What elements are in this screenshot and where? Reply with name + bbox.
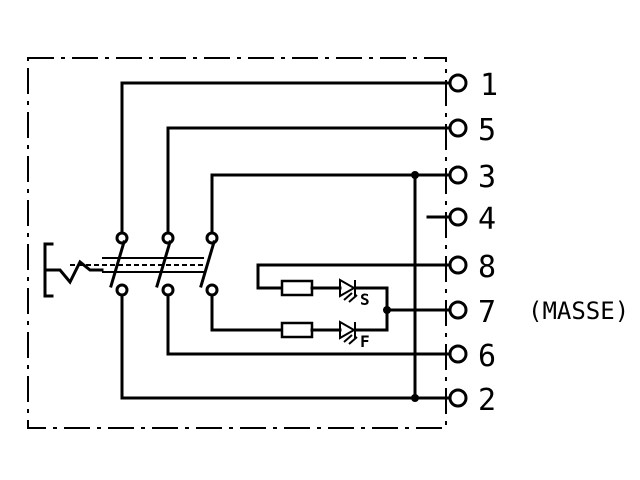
lower-resistor	[280, 321, 314, 339]
ground-note: (MASSE)	[528, 297, 629, 325]
switch-linkage	[102, 257, 204, 273]
switch-contacts	[115, 231, 219, 297]
wire-terminal-2	[120, 288, 451, 400]
terminal-label: 1	[480, 68, 498, 103]
terminal-label: 5	[478, 113, 496, 148]
terminal-1: 1	[448, 68, 498, 103]
junction-dot	[411, 171, 419, 179]
terminal-label: 7	[478, 295, 496, 330]
upper-diode-icon	[339, 278, 358, 303]
upper-resistor	[280, 279, 314, 297]
actuator-icon	[43, 242, 104, 298]
wire-terminal-6	[166, 288, 451, 356]
terminal-4: 4	[448, 202, 496, 237]
upper-diode-label: S	[360, 290, 370, 309]
terminal-label: 4	[478, 202, 496, 237]
wire-terminal-1	[120, 81, 451, 240]
wire-terminal-8	[256, 263, 451, 290]
wire-terminal-5	[166, 126, 451, 240]
terminal-7: 7	[448, 295, 496, 330]
terminal-3: 3	[448, 160, 496, 195]
terminal-label: 3	[478, 160, 496, 195]
lower-diode-label: F	[360, 332, 370, 351]
terminal-5: 5	[448, 113, 496, 148]
wire-terminal-3	[210, 173, 451, 240]
junction-dot	[411, 394, 419, 402]
terminal-6: 6	[448, 339, 496, 374]
junction-dot	[383, 306, 391, 314]
wire-lower-diode-branch	[210, 288, 284, 332]
lower-diode-icon	[339, 320, 358, 345]
housing-outline	[27, 57, 447, 429]
terminal-2: 2	[448, 383, 496, 418]
wire-terminal-7	[354, 286, 451, 332]
terminal-label: 6	[478, 339, 496, 374]
terminal-8: 8	[448, 250, 496, 285]
switch-blades	[109, 240, 216, 288]
terminal-label: 8	[478, 250, 496, 285]
terminal-label: 2	[478, 383, 496, 418]
